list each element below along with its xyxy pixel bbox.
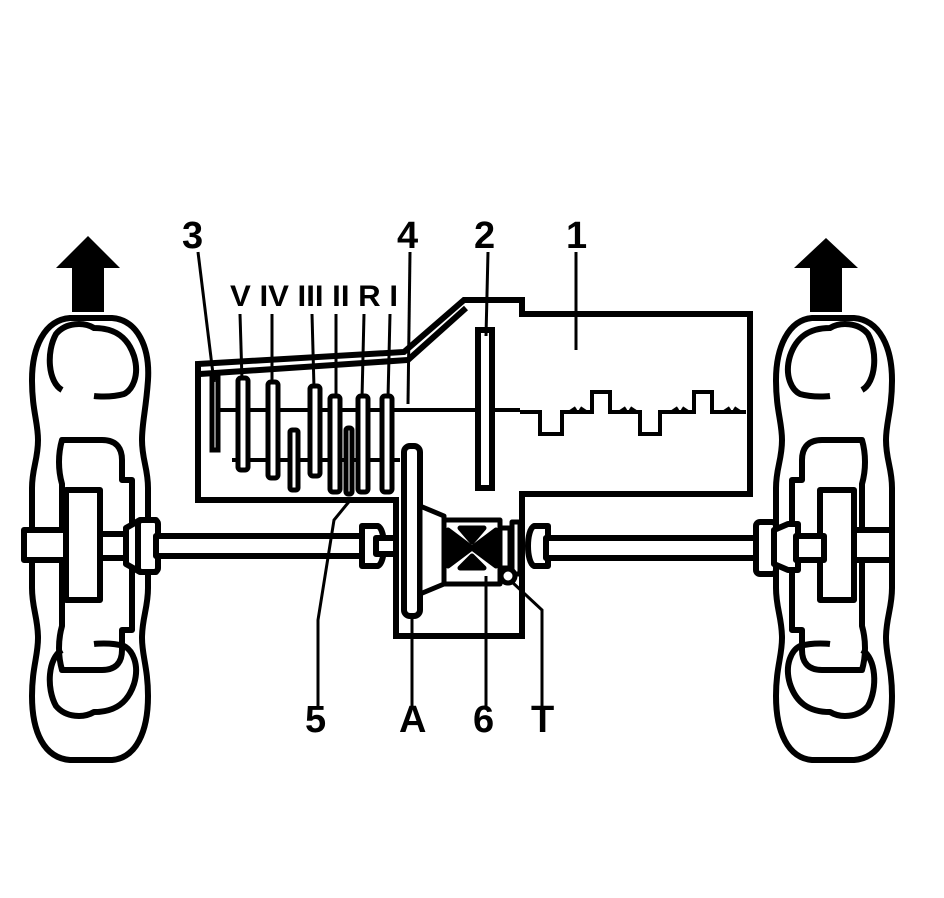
right-driveshaft — [525, 519, 827, 577]
label-sensor: T — [531, 699, 554, 741]
label-gearbox: 3 — [182, 215, 203, 257]
label-final-drive: A — [399, 699, 426, 741]
differential — [417, 503, 523, 597]
right-wheel — [773, 315, 895, 763]
right-forward-arrow-icon — [794, 238, 858, 312]
label-clutch: 2 — [474, 215, 495, 257]
gearbox-gears — [209, 375, 395, 497]
label-main-shaft: 4 — [397, 215, 418, 257]
label-gear-train: 5 — [305, 699, 326, 741]
left-wheel — [21, 315, 152, 763]
left-driveshaft — [97, 517, 399, 575]
label-differential: 6 — [473, 699, 494, 741]
left-forward-arrow-icon — [56, 236, 120, 312]
label-gears: V IV III II R I — [230, 280, 398, 313]
label-engine: 1 — [566, 215, 587, 257]
leader-lines — [196, 251, 578, 706]
clutch-disc — [475, 327, 495, 491]
engine-crankshaft — [520, 390, 746, 436]
speed-sensor-icon — [498, 566, 518, 586]
